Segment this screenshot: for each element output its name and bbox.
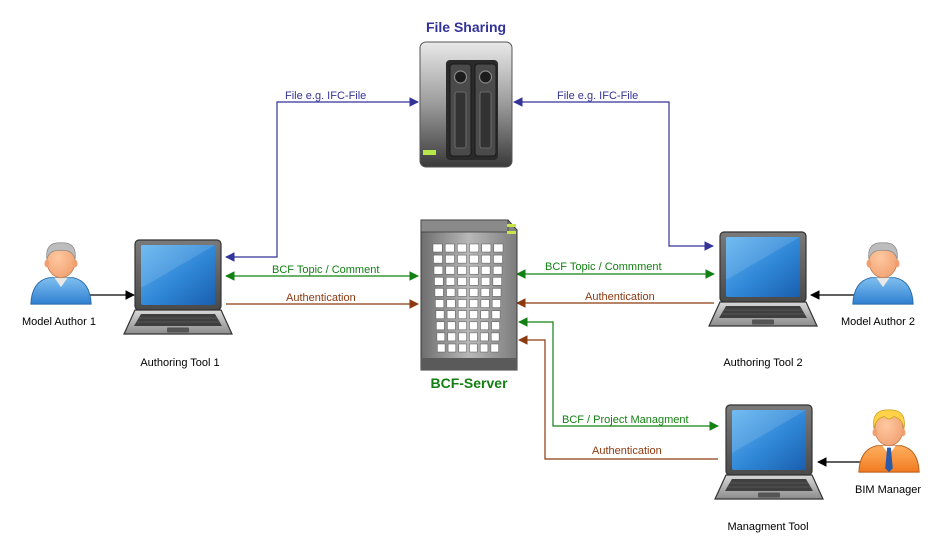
edge-file-left [225,97,419,262]
server-vent [480,332,489,342]
server-vent [490,343,499,353]
edge-label-auth-left: Authentication [286,292,356,304]
edge-label-bcf-left: BCF Topic / Comment [272,264,379,276]
server-vent [437,343,446,353]
model-author-2: Model Author 2 [841,242,915,328]
laptop-icon [123,239,233,335]
server-vent [493,243,504,253]
server-vent [458,310,467,319]
edge-label-file-right: File e.g. IFC-File [557,90,638,102]
model-author-1-label: Model Author 1 [22,316,96,328]
server-vent [492,288,502,297]
server-vent [493,254,503,264]
server-vent [435,310,445,319]
server-vent [469,321,478,331]
authoring-tool-2: Authoring Tool 2 [708,231,818,369]
server-vent [435,299,445,308]
server-vent [446,288,456,297]
file-sharing-title: File Sharing [426,19,506,35]
server-vent [457,265,467,275]
server-vent [457,299,467,308]
authoring-tool-1-label: Authoring Tool 1 [140,357,219,369]
server-vent [457,288,467,297]
management-tool: Managment Tool [714,404,824,533]
server-vent [469,277,479,286]
server-vent [447,343,457,353]
server-vent [447,321,456,331]
server-vent [458,332,467,342]
server-vent [444,243,455,253]
server-tower-icon [420,219,518,371]
server-vent [490,332,500,342]
edge-label-auth-mgmt: Authentication [592,445,662,457]
authoring-tool-1: Authoring Tool 1 [123,239,233,369]
server-vent [445,277,456,286]
server-vent [479,343,489,353]
server-vent [469,243,479,253]
bim-manager-label: BIM Manager [855,484,921,496]
manager-user-icon [858,409,920,473]
server-vent [446,310,456,319]
user-icon [30,242,92,305]
server-vent [469,299,479,308]
edge-label-bcf-right: BCF Topic / Commment [545,261,662,273]
bim-manager: BIM Manager [855,409,921,496]
model-author-1: Model Author 1 [22,242,96,328]
server-vent [491,321,500,331]
server-vent [447,332,456,342]
edge-auth-mgmt [518,335,718,460]
server-vent [480,299,490,308]
server-vent [469,265,479,275]
server-vent [481,243,492,253]
server-vent [445,254,455,264]
server-vent [432,243,443,253]
server-vent [446,299,456,308]
edge-label-bcf-mgmt: BCF / Project Managment [562,414,689,426]
server-vent [480,288,490,297]
server-vent [436,321,445,331]
edge-label-file-left: File e.g. IFC-File [285,90,366,102]
server-vent [434,277,444,286]
server-vent [469,288,479,297]
server-vent [492,265,503,275]
model-author-2-label: Model Author 2 [841,316,915,328]
server-vent [481,254,491,264]
server-vent [458,321,467,331]
server-vent [436,332,446,342]
server-vent [469,254,479,264]
laptop-icon [708,231,818,327]
server-vent [491,310,501,319]
server-vent [480,321,489,331]
edge-label-auth-right: Authentication [585,291,655,303]
server-vent [445,265,455,275]
server-vent [481,265,491,275]
server-vent [491,299,501,308]
server-vent [469,310,478,319]
server-vent [433,265,444,275]
server-vent [469,343,478,353]
management-tool-label: Managment Tool [727,521,808,533]
server-vent [480,310,490,319]
server-vent [492,277,502,286]
nas-storage-icon [419,41,513,168]
server-vent [457,254,467,264]
laptop-icon [714,404,824,500]
user-icon [852,242,914,305]
server-vent [457,243,467,253]
server-vent [434,288,444,297]
server-vent [458,343,467,353]
server-vent [457,277,467,286]
server-vent [480,277,491,286]
server-vent [433,254,443,264]
server-vent [469,332,478,342]
edge-bcf-mgmt [518,317,719,431]
authoring-tool-2-label: Authoring Tool 2 [723,357,802,369]
bcf-server-title: BCF-Server [430,375,508,391]
edge-file-right [513,97,714,251]
